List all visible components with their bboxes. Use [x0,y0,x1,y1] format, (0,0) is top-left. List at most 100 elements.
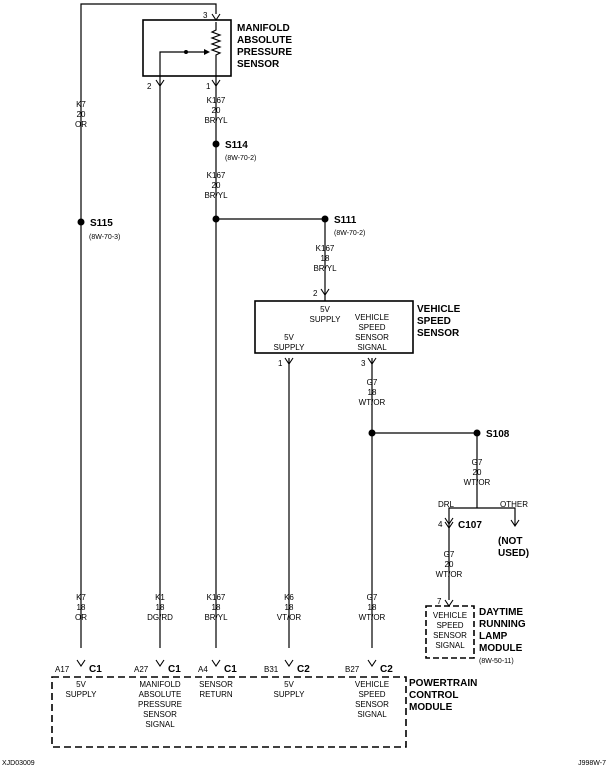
svg-text:SUPPLY: SUPPLY [274,343,306,352]
wire-label-g7-s108: G7 20 WT/OR [464,458,491,487]
svg-text:18: 18 [156,603,165,612]
svg-text:OR: OR [75,613,87,622]
pcm-pin-a4: A4 C1 SENSOR RETURN [198,664,237,699]
svg-text:OR: OR [75,120,87,129]
drl-module-ref: (8W-50-11) [479,658,514,665]
pcm-pin-b31: B31 C2 5V SUPPLY [264,664,310,699]
svg-text:K167: K167 [316,244,335,253]
svg-text:B27: B27 [345,665,360,674]
svg-text:LAMP: LAMP [479,631,508,642]
svg-text:SENSOR: SENSOR [355,333,389,342]
drl-module-box [425,605,475,659]
s108-label: S108 [486,429,510,440]
svg-text:SENSOR: SENSOR [237,59,280,70]
svg-text:WT/OR: WT/OR [436,570,463,579]
svg-text:18: 18 [285,603,294,612]
svg-text:G7: G7 [444,550,455,559]
svg-text:G7: G7 [472,458,483,467]
vss-pin-2: 2 [313,289,318,298]
svg-text:SENSOR: SENSOR [143,710,177,719]
svg-text:SPEED: SPEED [358,690,385,699]
svg-text:5V: 5V [320,305,330,314]
vss-supply-out-label: 5V SUPPLY [274,333,306,352]
wire-label-k6-pcm: K6 18 VT/OR [277,593,302,622]
svg-text:SPEED: SPEED [417,316,451,327]
svg-text:BR/YL: BR/YL [204,613,228,622]
pcm-pin-b27: B27 C2 VEHICLE SPEED SENSOR SIGNAL [345,664,393,719]
wiper-arrow [204,49,210,55]
s115-label: S115 [90,218,113,229]
wire-label-k7-pcm: K7 18 OR [75,593,87,622]
map-pin-1: 1 [206,82,211,91]
svg-text:K167: K167 [207,593,226,602]
svg-text:SUPPLY: SUPPLY [274,690,306,699]
drl-branch-label: DRL [438,500,455,509]
svg-text:PRESSURE: PRESSURE [237,47,292,58]
svg-text:SUPPLY: SUPPLY [310,315,342,324]
map-pin-2: 2 [147,82,152,91]
wire-label-k167-pcm: K167 18 BR/YL [204,593,228,622]
wire-label-k7-top: K7 20 OR [75,100,87,129]
svg-text:RETURN: RETURN [199,690,233,699]
drl-module-label: DAYTIME RUNNING LAMP MODULE [479,607,526,654]
not-used-label: (NOT USED) [498,536,529,559]
map-sensor-label: MANIFOLD ABSOLUTE PRESSURE SENSOR [237,23,292,70]
s111-junction-dot [212,215,220,223]
svg-text:C1: C1 [89,664,102,675]
svg-text:BR/YL: BR/YL [313,264,337,273]
drl-signal-label: VEHICLE SPEED SENSOR SIGNAL [433,611,467,650]
svg-text:SIGNAL: SIGNAL [357,343,387,352]
svg-text:5V: 5V [284,333,294,342]
svg-text:A4: A4 [198,665,208,674]
wire-label-k1-pcm: K1 18 DG/RD [147,593,173,622]
svg-text:DG/RD: DG/RD [147,613,173,622]
s111-branch [216,218,326,285]
svg-text:C2: C2 [297,664,310,675]
vss-box [254,300,414,354]
svg-text:MODULE: MODULE [409,702,453,713]
svg-text:ABSOLUTE: ABSOLUTE [139,690,182,699]
drl-other-split [448,490,516,520]
svg-text:C2: C2 [380,664,393,675]
svg-text:C1: C1 [168,664,181,675]
svg-text:BR/YL: BR/YL [204,116,228,125]
vss-pin-1: 1 [278,359,283,368]
svg-text:SENSOR: SENSOR [355,700,389,709]
svg-text:VT/OR: VT/OR [277,613,302,622]
svg-text:SPEED: SPEED [358,323,385,332]
wire-label-k167-b: K167 20 BR/YL [204,171,228,200]
svg-text:MANIFOLD: MANIFOLD [139,680,181,689]
svg-text:K167: K167 [207,171,226,180]
svg-text:VEHICLE: VEHICLE [355,313,389,322]
svg-text:G7: G7 [367,593,378,602]
svg-text:POWERTRAIN: POWERTRAIN [409,678,477,689]
svg-text:WT/OR: WT/OR [359,613,386,622]
c107-pin: 4 [438,520,443,529]
map-resistor [210,22,222,70]
s114-label: S114 [225,140,248,151]
svg-text:MANIFOLD: MANIFOLD [237,23,290,34]
s114-dot [212,140,220,148]
drl-pin: 7 [437,597,442,606]
svg-text:VEHICLE: VEHICLE [417,304,461,315]
svg-text:A27: A27 [134,665,149,674]
k7-wire [80,3,217,648]
map-sensor-box [142,19,232,77]
vss-pin-3: 3 [361,359,366,368]
pcm-box [51,676,407,748]
svg-text:RUNNING: RUNNING [479,619,526,630]
svg-text:DAYTIME: DAYTIME [479,607,523,618]
vss-component-label: VEHICLE SPEED SENSOR [417,304,461,339]
svg-text:K7: K7 [76,593,86,602]
c107-label: C107 [458,520,482,531]
svg-text:G7: G7 [367,378,378,387]
svg-text:A17: A17 [55,665,70,674]
svg-text:SIGNAL: SIGNAL [435,641,465,650]
svg-text:B31: B31 [264,665,279,674]
svg-text:WT/OR: WT/OR [464,478,491,487]
svg-text:PRESSURE: PRESSURE [138,700,182,709]
s111-label: S111 [334,215,357,226]
connector-chevrons [76,13,520,667]
svg-text:VEHICLE: VEHICLE [355,680,389,689]
